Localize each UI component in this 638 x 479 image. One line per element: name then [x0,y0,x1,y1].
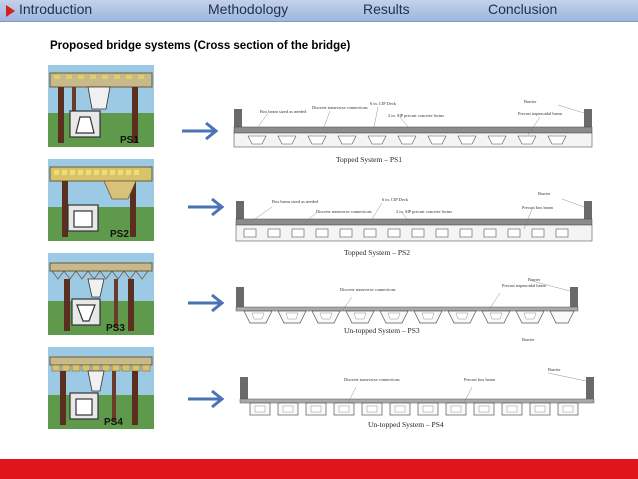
ps3-cross-section: Discrete transverse connections Precast … [235,277,579,342]
ps3-thumb-label: PS3 [106,323,125,334]
ps3-label-barrier-below: Barrier [522,337,535,342]
ps2-thumbnail: PS2 [48,159,154,241]
footer-bar [0,459,638,479]
ps1-cross-section: Box beam sized as needed Discrete transv… [233,99,593,164]
nav-methodology[interactable]: Methodology [208,1,289,17]
ps4-cross-section: Discrete transverse connections Precast … [239,367,595,429]
nav-conclusion[interactable]: Conclusion [488,1,558,17]
ps2-caption: Topped System – PS2 [344,248,410,257]
ps1-thumb-label: PS1 [120,135,139,146]
ps3-thumbnail: PS3 [48,253,154,335]
ps3-label-beam: Precast trapezoidal beam [502,283,546,288]
ps1-label-box-beam: Box beam sized as needed [260,109,307,114]
nav-bar: Introduction Methodology Results Conclus… [0,0,638,22]
ps1-label-sip: 2 in. SIP precast concrete forms [388,113,444,118]
ps1-caption: Topped System – PS1 [336,155,402,164]
red-triangle-icon [6,5,15,17]
ps2-cross-section: Box beam sized as needed Discrete transv… [235,191,593,257]
ps1-label-barrier: Barrier [524,99,537,104]
ps2-label-sip: 2 in. SIP precast concrete forms [396,209,452,214]
page-title: Proposed bridge systems (Cross section o… [50,40,351,52]
ps2-thumb-label: PS2 [110,229,129,240]
right-arrow-icon [182,121,219,141]
ps3-label-discrete: Discrete transverse connections [340,287,396,292]
ps4-thumbnail: PS4 [48,347,154,429]
right-arrow-icon [188,197,225,217]
ps2-label-box-beam: Box beam sized as needed [272,199,319,204]
ps2-label-discrete: Discrete transverse connections [316,209,372,214]
ps4-label-discrete: Discrete transverse connections [344,377,400,382]
ps3-caption: Un-topped System – PS3 [344,326,420,335]
ps2-label-barrier: Barrier [538,191,551,196]
ps4-label-beam: Precast box beam [464,377,496,382]
ps1-thumbnail: PS1 [48,65,154,147]
ps3-label-barrier: Barrier [528,277,541,282]
ps4-thumb-label: PS4 [104,417,123,428]
ps2-label-cip: 6 in. CIP Deck [382,197,409,202]
ps2-label-beam: Precast box beam [522,205,554,210]
ps4-caption: Un-topped System – PS4 [368,420,444,429]
right-arrow-icon [188,389,225,409]
nav-results[interactable]: Results [363,1,410,17]
nav-introduction[interactable]: Introduction [19,1,93,17]
ps1-label-beam: Precast trapezoidal beam [518,111,562,116]
ps1-label-cip: 6 in. CIP Deck [370,101,397,106]
ps4-label-barrier: Barrier [548,367,561,372]
ps1-label-discrete: Discrete transverse connections [312,105,368,110]
right-arrow-icon [188,293,225,313]
